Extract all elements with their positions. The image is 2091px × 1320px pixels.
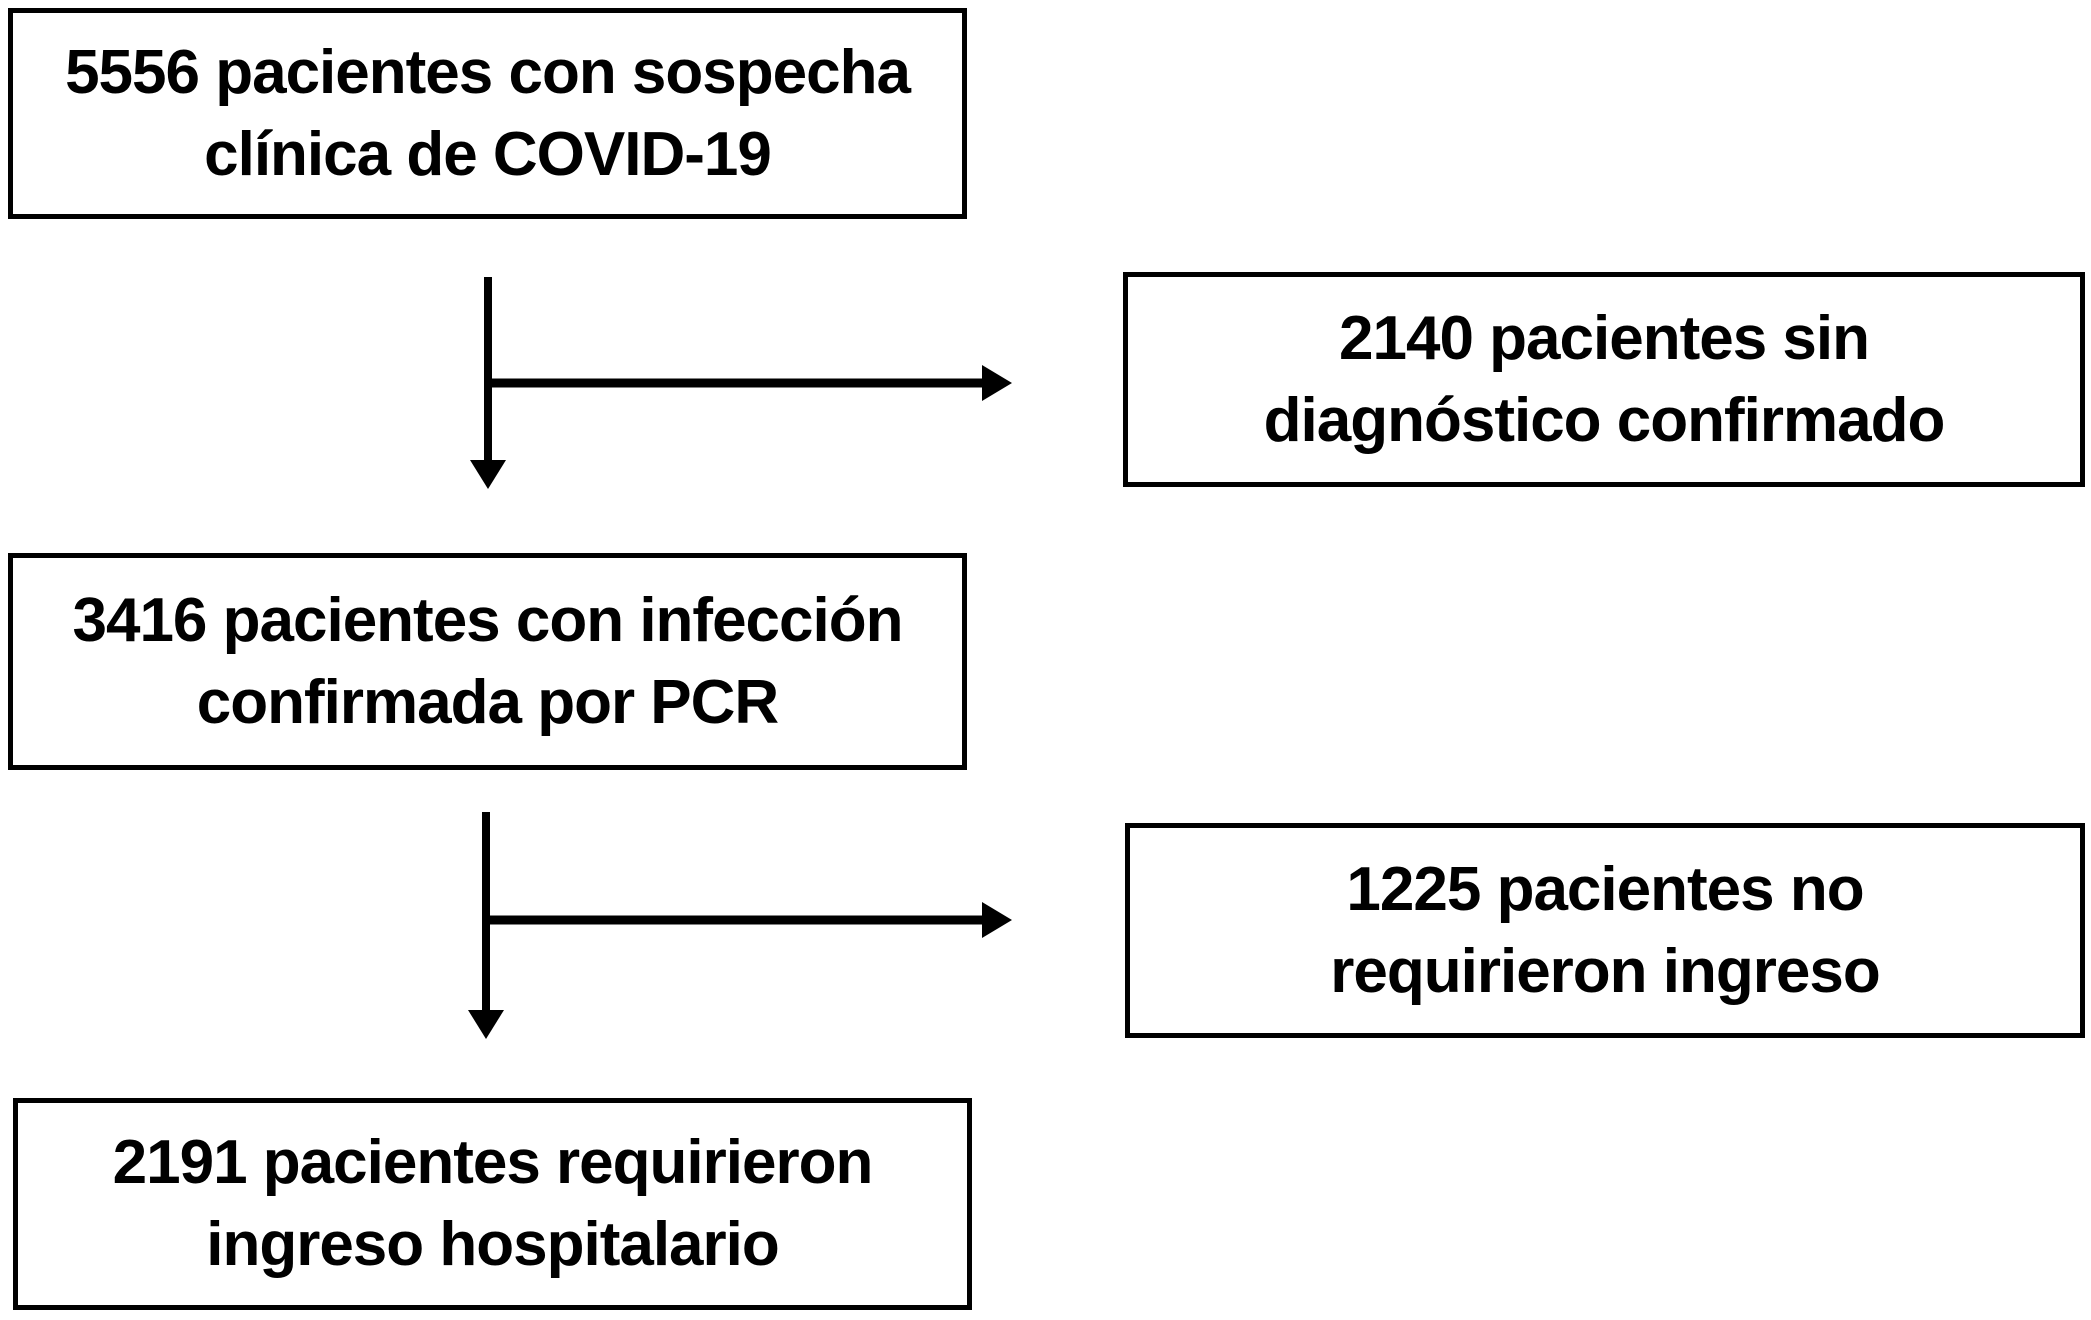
flow-box-pcr-confirmed: 3416 pacientes con infección confirmada … — [8, 553, 967, 770]
flow-box-text-line: 5556 pacientes con sospecha — [65, 37, 911, 107]
flow-box-hospital-admitted: 2191 pacientes requirieron ingreso hospi… — [13, 1098, 972, 1310]
arrow-down-suspected-to-pcr — [470, 277, 506, 489]
arrow-right-suspected-to-nodiag — [490, 365, 1012, 401]
flow-box-no-admission: 1225 pacientes no requirieron ingreso — [1125, 823, 2085, 1038]
flow-box-text-line: confirmada por PCR — [196, 667, 779, 737]
arrow-down-pcr-to-admitted — [468, 812, 504, 1039]
flow-box-text-line: 2140 pacientes sin — [1339, 303, 1870, 373]
flow-box-no-confirmed-diagnosis: 2140 pacientes sin diagnóstico confirmad… — [1123, 272, 2085, 487]
flow-box-suspected-patients: 5556 pacientes con sospecha clínica de C… — [8, 8, 967, 219]
arrow-right-pcr-to-noadmit — [488, 902, 1012, 938]
flow-box-text-line: clínica de COVID-19 — [204, 119, 772, 189]
flow-box-text-line: 3416 pacientes con infección — [72, 585, 903, 655]
flow-box-text-line: diagnóstico confirmado — [1263, 385, 1946, 455]
flow-box-text-line: requirieron ingreso — [1330, 936, 1880, 1006]
flow-box-text-line: ingreso hospitalario — [206, 1210, 780, 1279]
flow-box-text-line: 1225 pacientes no — [1346, 854, 1864, 924]
flow-box-text-line: 2191 pacientes requirieron — [112, 1128, 874, 1197]
